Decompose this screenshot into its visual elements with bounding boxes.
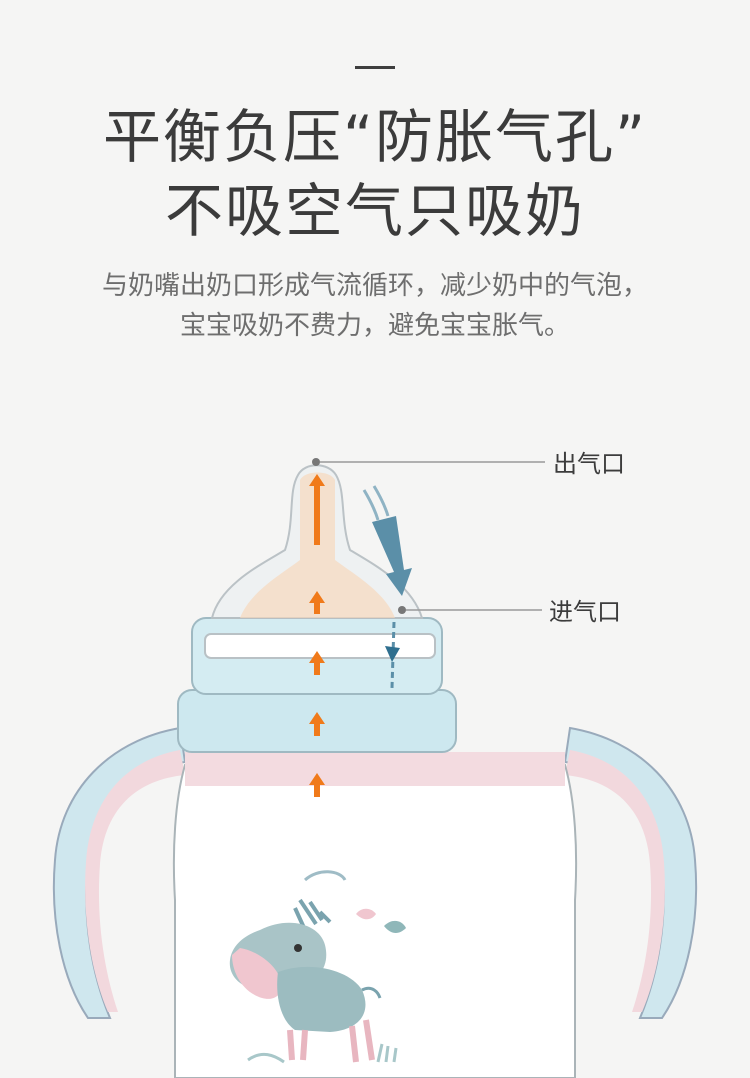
inlet-label: 进气口 (549, 598, 621, 626)
airflow-arrow-icon (362, 485, 412, 689)
up-arrow-icon (309, 591, 325, 614)
outlet-dot (312, 458, 320, 466)
up-arrow-icon (309, 773, 325, 797)
donkey-illustration (229, 870, 398, 1064)
description-line-2: 宝宝吸奶不费力，避免宝宝胀气。 (179, 311, 570, 341)
headline-line-2: 不吸空气只吸奶 (164, 177, 585, 245)
up-arrow-icon (309, 651, 325, 675)
headline-line-1: 平衡负压“防胀气孔” (102, 103, 648, 171)
bottle-handles (52, 726, 698, 1019)
up-arrow-icon (309, 712, 325, 736)
up-arrow-icon (309, 474, 325, 545)
bottle-body (172, 752, 578, 1078)
description-line-1: 与奶嘴出奶口形成气流循环，减少奶中的气泡， (101, 271, 648, 301)
title-divider (355, 66, 395, 69)
outlet-label: 出气口 (553, 450, 625, 478)
milk-flow-arrows (309, 474, 325, 797)
bird-icon (356, 908, 406, 933)
inlet-dot (398, 606, 406, 614)
bottle-illustration (52, 458, 698, 1078)
